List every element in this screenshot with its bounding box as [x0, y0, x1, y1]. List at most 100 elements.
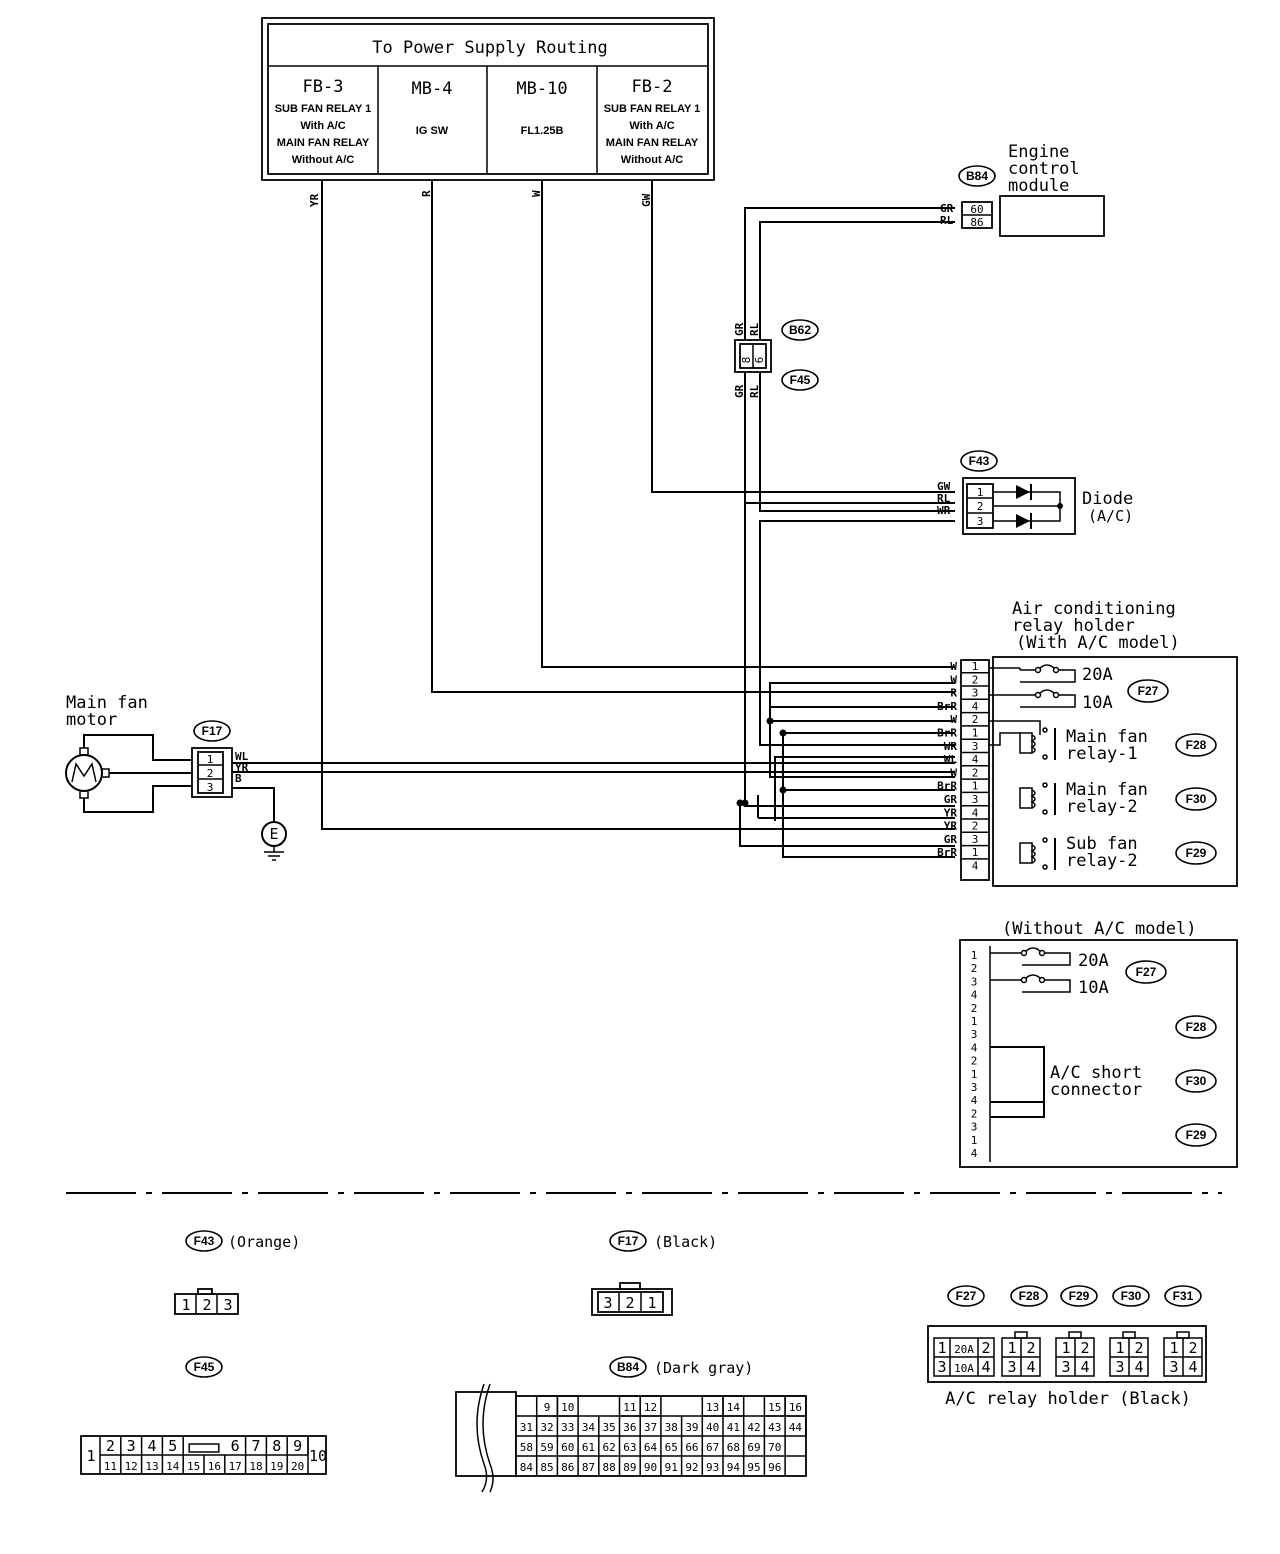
- legend-f45-top-pin: 5: [168, 1437, 177, 1455]
- f17-wire-b: B: [235, 772, 242, 785]
- relay-holder-pin: 3: [972, 740, 979, 753]
- fuse-20a: 20A: [1082, 665, 1113, 685]
- f17-wire-wl: WL: [235, 750, 249, 763]
- fb3-label: FB-3: [303, 77, 344, 97]
- relay-holder-pin: 1: [972, 727, 979, 740]
- legend-f17: F17 (Black) 3 2 1: [591, 1230, 717, 1316]
- no-ac-pin: 4: [971, 1147, 978, 1160]
- ecm-label-1: Engine: [1008, 142, 1069, 162]
- b62-top-wire-rl: RL: [748, 322, 761, 336]
- b62-tag: B62: [789, 323, 811, 337]
- no-ac-fuse-10a: 10A: [1078, 978, 1109, 998]
- relay-holder-label-1: Air conditioning: [1012, 599, 1176, 619]
- wire-label-yr: YR: [308, 193, 321, 207]
- sub-fan-relay-2: Sub fan relay-2 F29: [1019, 834, 1217, 871]
- legend-b84-pin: 93: [706, 1461, 719, 1474]
- legend-f45-pin-10: 10: [309, 1447, 327, 1465]
- relay-3-label-1: Sub fan: [1066, 834, 1138, 854]
- relay-holder-wire: YR: [944, 806, 958, 819]
- legend-b84-pin: 96: [768, 1461, 781, 1474]
- f17-wire-yr: YR: [235, 761, 249, 774]
- f27-tag: F27: [1138, 684, 1159, 698]
- legend-relay-cell: 2: [1134, 1339, 1143, 1357]
- relay-holder-pin: 2: [972, 673, 979, 686]
- legend-f45-top-pin: 7: [251, 1437, 260, 1455]
- legend-f43-tag: F43: [194, 1234, 215, 1248]
- legend-b84-pin: 90: [644, 1461, 657, 1474]
- relay-holder-pin: 4: [972, 700, 979, 713]
- relay-1-label-2: relay-1: [1066, 744, 1138, 764]
- legend-f45-bottom-pin: 18: [249, 1460, 262, 1473]
- fb2-label: FB-2: [632, 77, 673, 97]
- legend-b84-pin: 70: [768, 1441, 781, 1454]
- legend-b84-pin: 44: [789, 1421, 803, 1434]
- legend-b84-pin: 91: [665, 1461, 678, 1474]
- legend-b84-pin: 92: [685, 1461, 698, 1474]
- legend-f45-bottom-pin: 14: [166, 1460, 180, 1473]
- legend-relay-cell: 1: [1115, 1339, 1124, 1357]
- ecm-label-3: module: [1008, 176, 1069, 196]
- legend-b84-pin: 38: [665, 1421, 678, 1434]
- legend-f17-tag: F17: [618, 1234, 639, 1248]
- no-ac-f30-tag: F30: [1186, 1074, 1207, 1088]
- legend-b84-pin: 59: [540, 1441, 553, 1454]
- relay-holder-wire: W: [950, 766, 957, 779]
- no-ac-pin: 2: [971, 1055, 978, 1068]
- legend-b84-pin: 14: [727, 1401, 741, 1414]
- legend-f43-color: (Orange): [228, 1233, 300, 1251]
- legend-relay-cell: 3: [1061, 1358, 1070, 1376]
- legend-f43: F43 (Orange) 1 2 3: [174, 1230, 300, 1315]
- f17-pin-3: 3: [207, 781, 214, 794]
- motor-label-1: Main fan: [66, 693, 148, 713]
- legend-b84-pin: 62: [603, 1441, 616, 1454]
- legend-relay-cell: 4: [1080, 1358, 1089, 1376]
- wire-label-gw: GW: [640, 193, 653, 207]
- diode-wire-wr: WR: [937, 504, 951, 517]
- legend-f27-cell: 1: [937, 1339, 946, 1357]
- legend-f45-pin-1: 1: [86, 1447, 95, 1465]
- legend-b84-pin: 33: [561, 1421, 574, 1434]
- legend-f45-top-pin: 4: [147, 1437, 156, 1455]
- legend-relay-cell: 2: [1080, 1339, 1089, 1357]
- relay-holder-with-ac: Air conditioning relay holder (With A/C …: [937, 599, 1238, 887]
- relay-holder-pin: 1: [972, 660, 979, 673]
- legend-b84-color: (Dark gray): [654, 1359, 753, 1377]
- wires: [232, 180, 955, 858]
- motor-label-2: motor: [66, 710, 117, 730]
- mb4-label: MB-4: [412, 79, 453, 99]
- fb2-line-1: SUB FAN RELAY 1: [604, 103, 701, 115]
- legend-b84-pin: 58: [520, 1441, 533, 1454]
- relay-holder-wire: W: [950, 673, 957, 686]
- relay-holder-wire: BrR: [937, 700, 957, 713]
- no-ac-pin: 2: [971, 1107, 978, 1120]
- no-ac-pin: 3: [971, 975, 978, 988]
- legend-f45-top-pin: 3: [127, 1437, 136, 1455]
- legend-b84-pin: 32: [540, 1421, 553, 1434]
- diode-wire-gw: GW: [937, 480, 951, 493]
- legend-b84-pin: 35: [603, 1421, 616, 1434]
- legend-b84-pin: 31: [520, 1421, 533, 1434]
- f29-tag: F29: [1186, 846, 1207, 860]
- legend-f27-cell: 2: [981, 1339, 990, 1357]
- relay-holder-wire: GR: [944, 793, 958, 806]
- legend-b84-pin: 36: [623, 1421, 636, 1434]
- legend-b84-pin: 39: [685, 1421, 698, 1434]
- legend-relay-cell: 1: [1061, 1339, 1070, 1357]
- legend-f45-bottom-pin: 15: [187, 1460, 200, 1473]
- legend-f27-cell: 4: [981, 1358, 990, 1376]
- ecm-wire-rl: RL: [940, 214, 954, 227]
- relay-holder-pin: 3: [972, 833, 979, 846]
- legend-f17-color: (Black): [654, 1233, 717, 1251]
- legend-b84-pin: 40: [706, 1421, 719, 1434]
- diode-pin-3: 3: [977, 515, 984, 528]
- b62-pin-6: 6: [753, 357, 766, 364]
- relay-holder-pin: 3: [972, 687, 979, 700]
- connector-b62: 8 6 GR RL GR RL B62 F45: [733, 319, 819, 398]
- no-ac-f29-tag: F29: [1186, 1128, 1207, 1142]
- diode-ac: F43 1 2 3 GW RL WR Diode (A/C): [937, 450, 1133, 535]
- legend-relay-cell: 4: [1134, 1358, 1143, 1376]
